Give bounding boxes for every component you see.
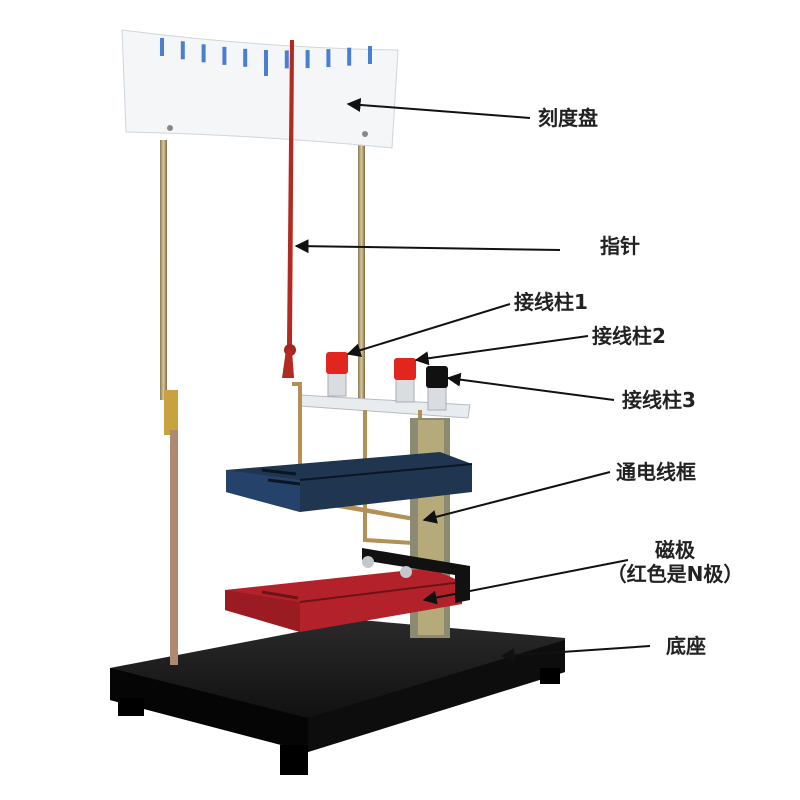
pointer-needle (282, 40, 296, 378)
arrow-pointer (294, 239, 561, 254)
scale-tick (264, 50, 268, 76)
scale-tick (347, 47, 352, 66)
scale-dial (121, 29, 399, 149)
arrow-terminal-2 (414, 335, 589, 366)
scale-tick (201, 44, 206, 63)
terminal-1 (326, 352, 348, 397)
base-block (110, 620, 565, 775)
arrow-terminal-1 (346, 303, 511, 357)
label-magnetic-pole: 磁极 （红色是N极） (580, 538, 770, 586)
arrow-magnetic-pole (422, 559, 629, 605)
scale-tick (305, 50, 310, 69)
scale-ticks (160, 38, 372, 76)
annotation-arrows (294, 97, 651, 663)
label-dial: 刻度盘 (538, 106, 598, 130)
arrow-terminal-3 (446, 372, 615, 401)
label-magnetic-pole-note: （红色是N极） (606, 562, 744, 586)
label-pointer: 指针 (600, 234, 640, 258)
scale-tick (326, 49, 331, 68)
label-terminal-2: 接线柱2 (592, 324, 666, 348)
label-base: 底座 (666, 634, 706, 658)
label-terminal-3: 接线柱3 (622, 388, 696, 412)
upper-magnet (226, 452, 473, 512)
right-rod (358, 142, 365, 410)
scale-tick (180, 41, 185, 60)
terminal-3 (426, 366, 448, 411)
lower-magnet (225, 548, 470, 632)
left-rod (160, 140, 178, 665)
scale-tick (222, 46, 227, 65)
terminal-2 (394, 358, 416, 403)
label-terminal-1: 接线柱1 (514, 290, 588, 314)
scale-tick (243, 48, 248, 67)
arrow-dial (346, 97, 531, 119)
arrow-base (500, 645, 651, 663)
arrow-coil-frame (422, 471, 611, 524)
scale-tick (284, 50, 289, 69)
scale-tick (160, 38, 164, 56)
scale-tick (368, 46, 372, 64)
label-coil-frame: 通电线框 (616, 460, 696, 484)
label-magnetic-pole-title: 磁极 (655, 538, 695, 562)
